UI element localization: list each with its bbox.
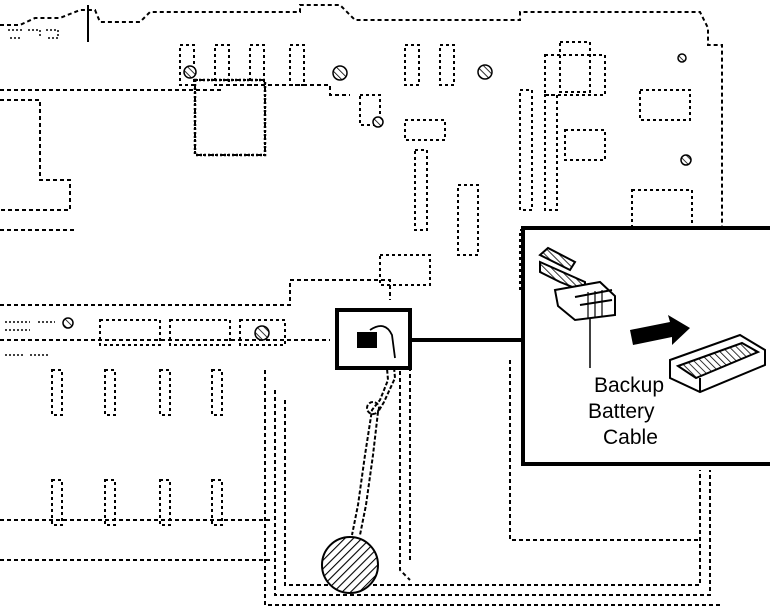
board-markings <box>5 29 59 356</box>
cable-plug-illustration <box>538 246 616 322</box>
arrow-right-icon <box>630 315 690 345</box>
callout-label-line-2: Battery <box>588 400 655 423</box>
callout-label-line-1: Backup <box>594 374 664 397</box>
lower-standoffs <box>51 369 223 526</box>
screw-holes <box>62 53 692 341</box>
logic-board-outline <box>0 4 723 606</box>
cpu-chip <box>193 78 267 157</box>
callout-label-line-3: Cable <box>603 426 658 449</box>
battery-connector <box>357 332 377 348</box>
connector-wire-stub <box>369 325 396 359</box>
socket-illustration <box>669 333 766 394</box>
backup-battery <box>321 536 379 594</box>
